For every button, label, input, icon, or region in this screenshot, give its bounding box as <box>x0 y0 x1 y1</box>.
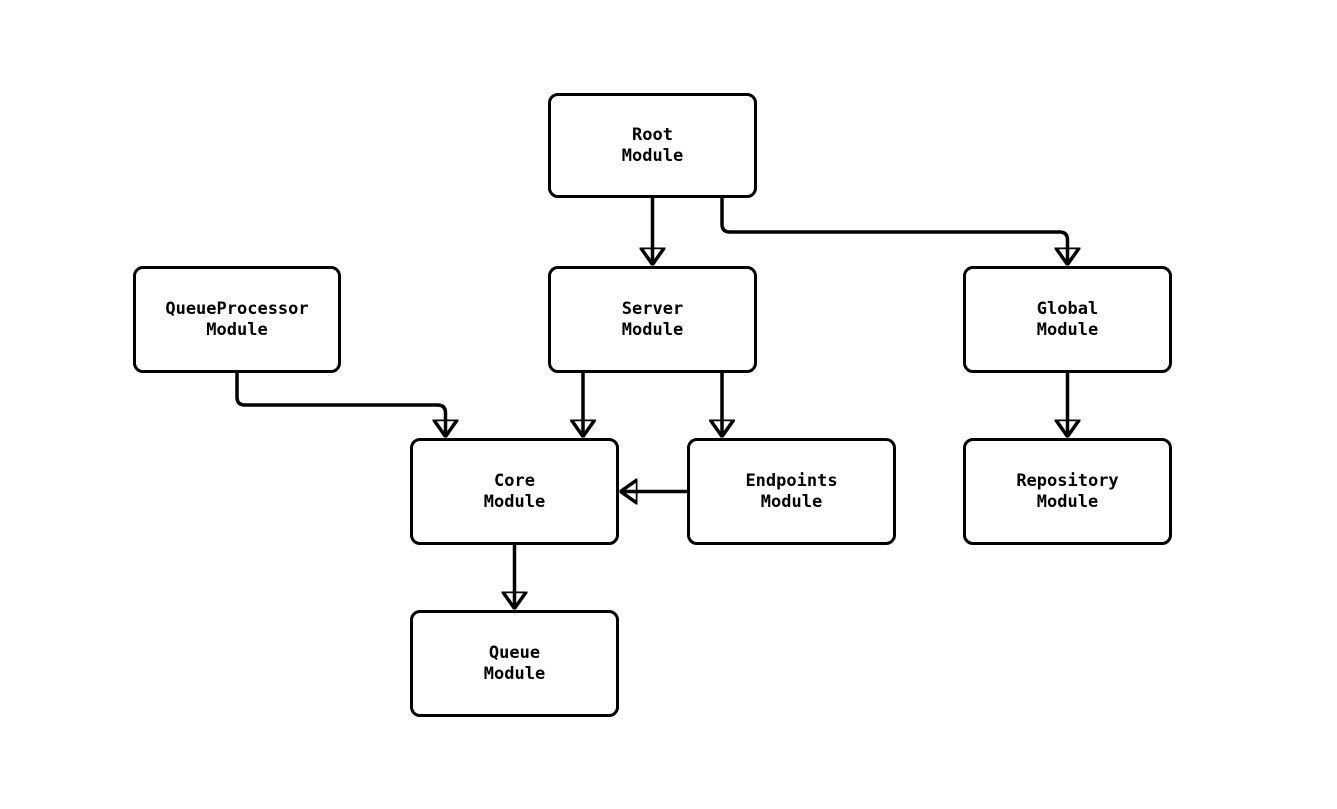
node-label-line2: Module <box>483 663 546 684</box>
node-label-line1: Root <box>632 124 673 145</box>
node-label-line2: Module <box>1036 319 1099 340</box>
node-label-line1: Global <box>1036 298 1099 319</box>
node-queueprocessor-module: QueueProcessor Module <box>133 266 341 373</box>
node-repository-module: Repository Module <box>963 438 1172 545</box>
node-server-module: Server Module <box>548 266 757 373</box>
node-label-line2: Module <box>621 319 684 340</box>
node-root-module: Root Module <box>548 93 757 198</box>
node-label-line1: Repository <box>1016 470 1119 491</box>
node-label-line1: Core <box>494 470 535 491</box>
node-label-line1: Server <box>621 298 684 319</box>
node-global-module: Global Module <box>963 266 1172 373</box>
edge-queueprocessor-to-core <box>235 373 446 437</box>
edge-root-to-global <box>720 198 1068 265</box>
node-endpoints-module: Endpoints Module <box>687 438 896 545</box>
node-label-line2: Module <box>760 491 823 512</box>
node-core-module: Core Module <box>410 438 619 545</box>
node-queue-module: Queue Module <box>410 610 619 717</box>
node-label-line1: Endpoints <box>745 470 838 491</box>
node-label-line2: Module <box>483 491 546 512</box>
node-label-line2: Module <box>621 145 684 166</box>
node-label-line1: Queue <box>488 642 541 663</box>
node-label-line1: QueueProcessor <box>165 298 309 319</box>
node-label-line2: Module <box>206 319 268 340</box>
node-label-line2: Module <box>1036 491 1099 512</box>
